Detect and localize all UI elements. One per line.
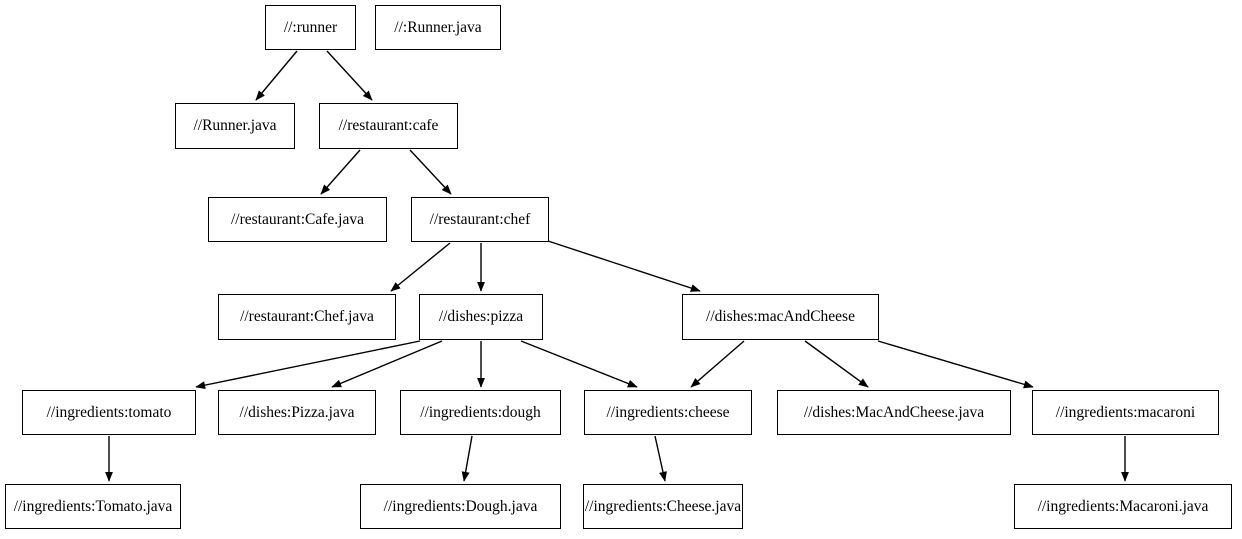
graph-node-ingredients_macaroni[interactable]: //ingredients:macaroni [1032,390,1219,435]
graph-node-label: //ingredients:Cheese.java [584,497,742,515]
graph-node-label: //Runner.java [193,117,277,135]
graph-node-runner_java_root[interactable]: //:Runner.java [375,5,501,50]
graph-node-ingredients_cheese_java[interactable]: //ingredients:Cheese.java [583,484,743,529]
graph-node-restaurant_cafe[interactable]: //restaurant:cafe [319,103,458,149]
graph-node-restaurant_chef_java[interactable]: //restaurant:Chef.java [218,294,396,340]
graph-node-dishes_pizza[interactable]: //dishes:pizza [419,294,543,340]
graph-node-label: //restaurant:cafe [338,117,439,135]
graph-node-label: //restaurant:Cafe.java [231,210,364,228]
graph-node-restaurant_chef[interactable]: //restaurant:chef [411,197,549,242]
graph-node-runner[interactable]: //:runner [265,5,356,50]
graph-node-label: //restaurant:Chef.java [240,308,374,326]
graph-node-dishes_macandcheese_java[interactable]: //dishes:MacAndCheese.java [777,390,1011,435]
graph-node-label: //:Runner.java [394,18,482,36]
graph-node-label: //ingredients:tomato [46,403,172,421]
graph-node-label: //ingredients:dough [420,403,541,421]
graph-node-label: //dishes:MacAndCheese.java [803,403,985,421]
graph-node-label: //dishes:macAndCheese [706,308,855,326]
graph-node-ingredients_tomato_java[interactable]: //ingredients:Tomato.java [5,484,181,529]
graph-node-label: //dishes:pizza [438,308,524,326]
graph-node-dishes_macandcheese[interactable]: //dishes:macAndCheese [682,294,879,340]
graph-node-label: //ingredients:Macaroni.java [1037,497,1209,515]
graph-node-label: //ingredients:cheese [606,403,730,421]
graph-node-label: //dishes:Pizza.java [239,403,355,421]
graph-node-label: //:runner [283,18,338,36]
graph-node-restaurant_cafe_java[interactable]: //restaurant:Cafe.java [208,197,387,242]
graph-node-label: //restaurant:chef [429,210,531,228]
graph-node-dishes_pizza_java[interactable]: //dishes:Pizza.java [218,390,376,435]
graph-node-ingredients_macaroni_java[interactable]: //ingredients:Macaroni.java [1014,484,1232,529]
graph-node-ingredients_dough[interactable]: //ingredients:dough [400,390,561,435]
graph-node-ingredients_cheese[interactable]: //ingredients:cheese [584,390,752,435]
graph-node-label: //ingredients:Tomato.java [13,497,173,515]
graph-node-runner_java[interactable]: //Runner.java [175,103,295,149]
graph-node-ingredients_dough_java[interactable]: //ingredients:Dough.java [360,484,561,529]
graph-node-ingredients_tomato[interactable]: //ingredients:tomato [22,390,196,435]
graph-node-label: //ingredients:Dough.java [383,497,538,515]
graph-node-label: //ingredients:macaroni [1055,403,1196,421]
